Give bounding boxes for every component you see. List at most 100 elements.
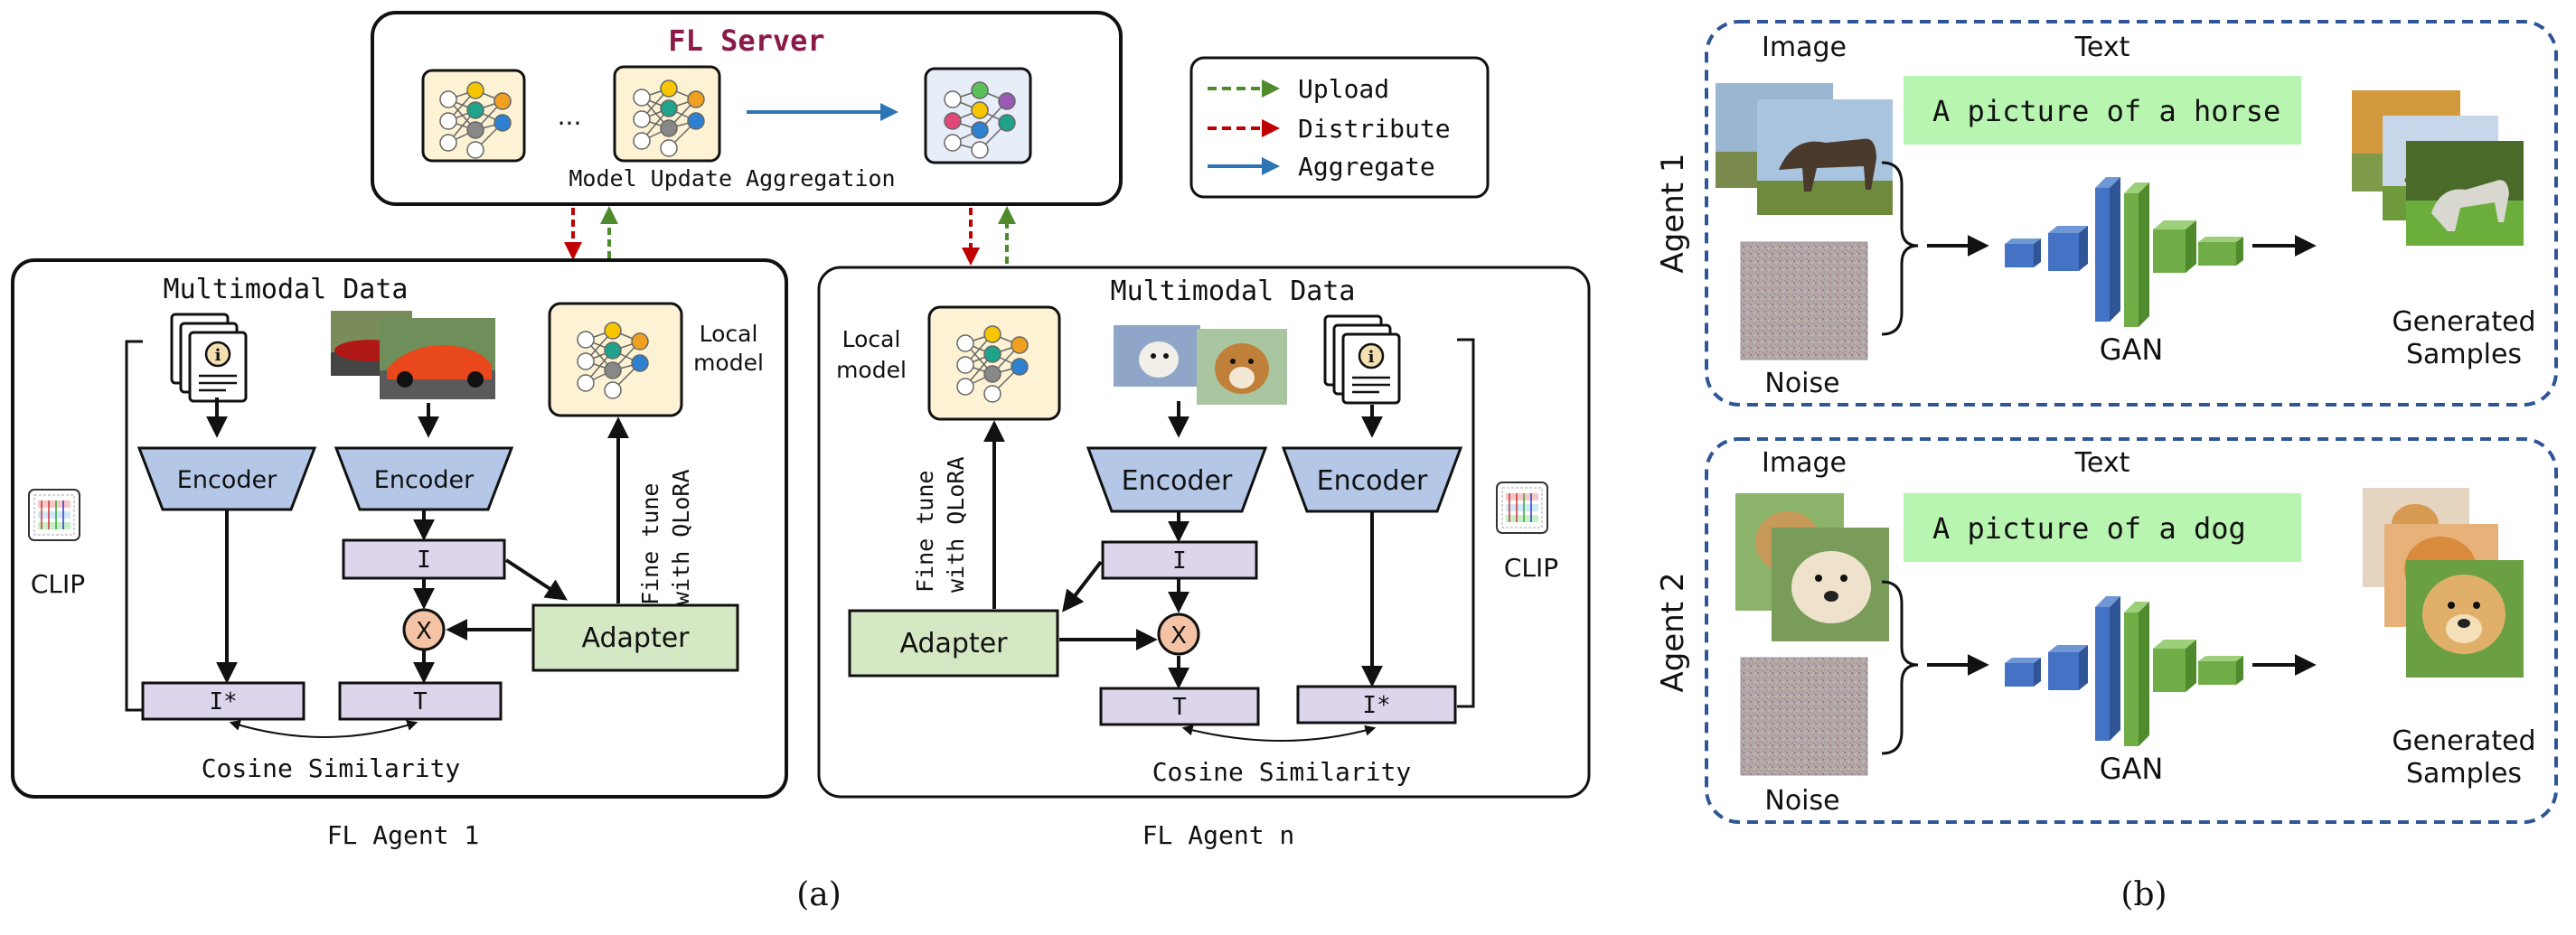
gan-agent2-text-label: Text — [2074, 447, 2130, 479]
fl-agent-n: Multimodal Data Local model Encoder Enco… — [817, 266, 1591, 799]
agentn-clip-label: CLIP — [1504, 553, 1558, 583]
agent1-t-box — [338, 681, 503, 721]
agent1-encoder-left-label: Encoder — [177, 466, 277, 494]
gan-agent2-dog-image — [1735, 493, 1889, 641]
server-model-1-icon — [421, 69, 526, 163]
agentn-local-model-icon — [927, 305, 1061, 421]
agentn-istar-box — [1296, 685, 1457, 725]
agent1-label: FL Agent 1 — [327, 820, 480, 850]
gan-agent2-prompt: A picture of a dog — [1932, 511, 2246, 546]
agent1-encoder-right — [334, 446, 514, 511]
agentn-cosine-arc — [1181, 725, 1377, 742]
agent1-istar-box — [141, 681, 306, 721]
fl-server-title: FL Server — [668, 23, 824, 58]
agent1-encoder-right-label: Encoder — [374, 466, 475, 494]
panel-a-caption: (a) — [796, 876, 841, 913]
agent1-clip-bracket — [125, 340, 143, 712]
agentn-multiply-label: X — [1170, 622, 1187, 650]
gan-agent2-noise-image — [1740, 657, 1868, 776]
agent1-adapter — [531, 603, 739, 672]
gan-agent2-side-label: Agent 2 — [1655, 572, 1691, 692]
server-ellipsis: ... — [558, 101, 582, 131]
agent1-local-model-label-2: model — [693, 350, 764, 376]
gan-agent2-image-label: Image — [1762, 447, 1847, 479]
agentn-clip-icon — [1496, 482, 1548, 534]
agentn-clip-bracket — [1457, 338, 1475, 708]
agentn-data-title: Multimodal Data — [1111, 276, 1356, 307]
gan-agent1-gan-label: GAN — [2100, 332, 2164, 367]
agentn-adapter — [848, 609, 1059, 678]
agentn-istar-label: I* — [1362, 692, 1390, 719]
gan-agent2-generated-label-2: Samples — [2406, 758, 2522, 790]
agent1-multiply-node — [402, 608, 446, 651]
agentn-t-label: T — [1172, 694, 1187, 721]
gan-agent-2: Agent 2 Image Text Noise A picture of a … — [1655, 437, 2558, 824]
gan-agent1-image-label: Image — [1762, 32, 1847, 63]
agent1-i-to-adapter-arrow — [504, 558, 569, 601]
gan-agent1-generated-horse-images — [2352, 90, 2524, 246]
agent1-local-model-icon — [548, 302, 683, 417]
legend-aggregate-label: Aggregate — [1298, 152, 1435, 182]
agent1-document-icon — [170, 313, 248, 403]
agentn-encoder-left — [1086, 446, 1268, 513]
gan-agent1-brace — [1881, 161, 1919, 336]
agent1-finetune-label-1: Fine tune — [637, 483, 663, 605]
agentn-encoder-right — [1281, 446, 1463, 513]
agentn-document-icon — [1323, 314, 1401, 405]
server-aggregated-model-icon — [924, 67, 1032, 164]
agent1-istar-label: I* — [209, 688, 237, 715]
agent1-multiply-label: X — [416, 618, 432, 645]
legend-box: Upload Distribute Aggregate — [1189, 56, 1490, 199]
legend-upload-label: Upload — [1298, 74, 1389, 104]
agentn-i-to-adapter-arrow — [1062, 560, 1103, 612]
agentn-label: FL Agent n — [1142, 820, 1295, 850]
gan-agent2-generated-label-1: Generated — [2392, 725, 2535, 757]
agentn-adapter-label: Adapter — [899, 628, 1008, 659]
gan-agent-1: Agent 1 Image Text Noise A picture of a … — [1655, 20, 2558, 407]
gan-agent2-brace — [1881, 580, 1919, 755]
agent1-clip-label: CLIP — [31, 569, 85, 599]
gan-agent1-side-label: Agent 1 — [1655, 153, 1691, 273]
server-model-2-icon — [613, 65, 721, 163]
agent1-finetune-label-2: with QLoRA — [668, 469, 694, 605]
fl-agent-1: Multimodal Data Local model Encoder Enco… — [11, 258, 788, 799]
agentn-finetune-label-1: Fine tune — [912, 471, 938, 593]
gan-agent1-horse-image — [1716, 83, 1893, 215]
agentn-cosine-label: Cosine Similarity — [1152, 757, 1412, 787]
agent1-t-label: T — [413, 688, 428, 715]
agentn-local-model-label-2: model — [836, 357, 907, 383]
server-caption: Model Update Aggregation — [569, 165, 895, 192]
agentn-finetune-label-2: with QLoRA — [943, 456, 969, 593]
agentn-multiply-node — [1157, 612, 1200, 656]
gan-agent2-noise-label: Noise — [1764, 785, 1839, 817]
gan-agent1-noise-label: Noise — [1764, 368, 1839, 399]
agent1-car-image — [331, 311, 495, 399]
panel-b-caption: (b) — [2120, 876, 2167, 913]
agent1-data-title: Multimodal Data — [164, 274, 409, 305]
agentn-dog-image — [1114, 325, 1287, 405]
fl-server-box: FL Server ... Model Update Aggregation — [371, 11, 1123, 206]
legend-distribute-label: Distribute — [1298, 114, 1451, 144]
gan-agent1-noise-image — [1740, 241, 1868, 360]
agent1-clip-icon — [28, 489, 80, 541]
agentn-encoder-left-label: Encoder — [1122, 465, 1233, 497]
agent1-cosine-arc — [229, 720, 418, 738]
agent1-cosine-label: Cosine Similarity — [202, 753, 461, 783]
agentn-local-model-label-1: Local — [842, 326, 901, 352]
gan-agent1-prompt-box — [1904, 76, 2301, 145]
agent1-i-label: I — [417, 547, 431, 574]
gan-agent2-generated-dog-images — [2363, 488, 2524, 678]
agent1-encoder-left — [136, 446, 317, 511]
agentn-encoder-right-label: Encoder — [1317, 465, 1428, 497]
gan-agent1-generated-label-2: Samples — [2406, 339, 2522, 370]
gan-agent1-text-label: Text — [2074, 32, 2130, 63]
gan-agent2-prompt-box — [1904, 493, 2301, 562]
agentn-i-box — [1101, 540, 1258, 580]
agent1-adapter-label: Adapter — [581, 622, 690, 654]
gan-agent1-generated-label-1: Generated — [2392, 306, 2535, 338]
agentn-i-label: I — [1172, 547, 1187, 575]
gan-agent2-gan-label: GAN — [2100, 752, 2164, 786]
agent1-local-model-label-1: Local — [700, 321, 758, 347]
gan-agent1-prompt: A picture of a horse — [1932, 94, 2280, 128]
